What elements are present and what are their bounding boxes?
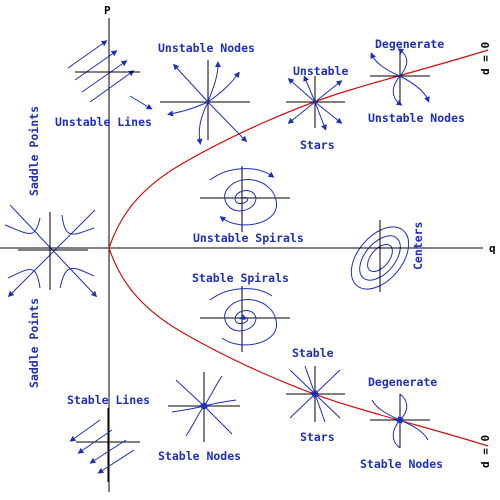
stable-nodes-portrait: [168, 372, 240, 442]
degenerate-label-bottom: Degenerate: [368, 375, 437, 389]
unstable-lines-portrait: [67, 40, 153, 110]
parabola-label-top: d = 0: [479, 42, 492, 75]
stable-nodes-label-right: Stable Nodes: [360, 457, 443, 471]
stable-stars-portrait: [286, 365, 345, 423]
parabola-upper: [108, 49, 489, 249]
unstable-lines-label: Unstable Lines: [55, 115, 152, 129]
stable-stars-label-bottom: Stars: [300, 430, 335, 444]
stable-stars-label-top: Stable: [292, 346, 334, 360]
p-axis-label: P: [104, 4, 111, 17]
stable-lines-label: Stable Lines: [67, 393, 150, 407]
saddle-point-portrait: [4, 204, 98, 298]
stable-spirals-label: Stable Spirals: [192, 271, 289, 285]
stable-nodes-label-left: Stable Nodes: [158, 449, 241, 463]
unstable-stars-portrait: [286, 75, 345, 131]
saddle-points-label-bottom: Saddle Points: [27, 298, 41, 388]
centers-portrait: [350, 220, 410, 292]
stable-lines-portrait: [69, 408, 140, 482]
saddle-points-label-top: Saddle Points: [27, 106, 41, 196]
unstable-spirals-label: Unstable Spirals: [193, 231, 304, 245]
degenerate-stable-node-portrait: [370, 393, 430, 449]
centers-label: Centers: [411, 222, 425, 270]
q-axis-label: q: [489, 242, 496, 255]
stable-spiral-portrait: [200, 286, 290, 352]
degenerate-label-top: Degenerate: [375, 37, 444, 51]
unstable-stars-label-bottom: Stars: [300, 138, 335, 152]
unstable-nodes-label-right: Unstable Nodes: [368, 111, 465, 125]
parabola-lower: [108, 247, 489, 447]
unstable-nodes-portrait: [160, 60, 250, 145]
degenerate-unstable-node-portrait: [370, 48, 430, 106]
unstable-stars-label-top: Unstable: [293, 64, 348, 78]
unstable-spiral-portrait: [200, 166, 290, 232]
unstable-nodes-label-left: Unstable Nodes: [158, 41, 255, 55]
parabola-label-bottom: d = 0: [479, 435, 492, 468]
